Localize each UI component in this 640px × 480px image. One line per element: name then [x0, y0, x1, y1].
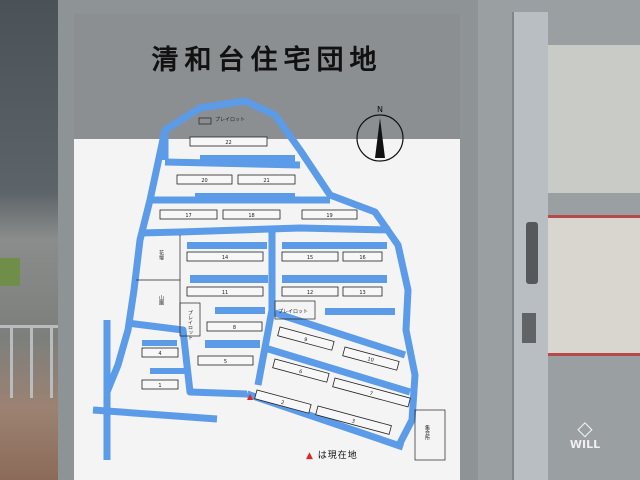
shadow — [74, 14, 460, 139]
label-meeting-hall: 集会所 — [424, 424, 430, 441]
label-garden: 山園 — [158, 294, 164, 306]
notice-board — [548, 45, 640, 193]
building-4: 4 — [141, 347, 179, 358]
compass-n: N — [377, 105, 383, 114]
playlot-box — [274, 300, 316, 320]
building-16: 16 — [342, 251, 383, 262]
building-number: 12 — [307, 290, 313, 296]
building-number: 21 — [263, 178, 269, 184]
building-17: 17 — [159, 209, 218, 220]
building-number: 7 — [369, 391, 374, 398]
building-number: 20 — [201, 178, 207, 184]
building-number: 5 — [224, 359, 227, 365]
label-playlot: プレイロット — [187, 310, 193, 340]
building-number: 2 — [280, 400, 285, 407]
building-2: 2 — [254, 389, 312, 414]
building-number: 4 — [158, 351, 161, 357]
building-number: 10 — [367, 356, 375, 363]
label-playlot: プレイロット — [215, 117, 245, 123]
building-8: 8 — [206, 321, 263, 332]
building-14: 14 — [186, 251, 264, 262]
building-3: 3 — [315, 405, 392, 435]
building-18: 18 — [222, 209, 281, 220]
watermark-text: WILL — [569, 438, 601, 451]
playlot-box — [179, 302, 201, 337]
watermark: ◇ WILL — [560, 418, 610, 451]
north-arrow-icon — [375, 118, 385, 158]
building-number: 1 — [158, 383, 161, 389]
compass-circle — [356, 114, 404, 162]
building-5: 5 — [197, 355, 254, 366]
building-6: 6 — [272, 358, 330, 383]
building-9: 9 — [277, 326, 335, 351]
building-19: 19 — [301, 209, 358, 220]
building-1: 1 — [141, 379, 179, 390]
building-11: 11 — [186, 286, 264, 297]
sign-title: 清和台住宅団地 — [151, 45, 383, 76]
building-22: 22 — [189, 136, 268, 147]
building-number: 14 — [222, 255, 228, 261]
map-legend: ▲ は現在地 — [306, 448, 358, 461]
roads — [92, 97, 419, 460]
watermark-logo-icon: ◇ — [577, 416, 593, 440]
building-number: 3 — [351, 418, 356, 425]
building-number: 22 — [225, 140, 231, 146]
parking-lots — [142, 155, 395, 374]
building-number: 9 — [303, 337, 308, 344]
door-handle — [526, 222, 538, 284]
building-15: 15 — [281, 251, 339, 262]
building-10: 10 — [342, 346, 400, 371]
background-building — [0, 0, 62, 480]
building-number: 15 — [307, 255, 313, 261]
legend-text: は現在地 — [317, 451, 358, 461]
building-number: 16 — [359, 255, 365, 261]
notice-poster — [548, 215, 640, 356]
building-12: 12 — [281, 286, 339, 297]
building-number: 17 — [185, 213, 191, 219]
label-playlot: プレイロット — [278, 309, 308, 315]
playlot-box — [198, 117, 212, 125]
building-number: 11 — [222, 290, 228, 296]
building-number: 8 — [233, 325, 236, 331]
building-7: 7 — [332, 377, 411, 408]
railing — [0, 325, 58, 398]
building-20: 20 — [176, 174, 233, 185]
building-number: 13 — [359, 290, 365, 296]
meeting-hall-box — [414, 409, 446, 461]
compass: N — [356, 105, 404, 162]
building-13: 13 — [342, 286, 383, 297]
building-number: 6 — [298, 369, 303, 376]
building-21: 21 — [237, 174, 296, 185]
label-flowerbed: 花壇 — [158, 249, 164, 261]
building-number: 19 — [326, 213, 332, 219]
building-number: 18 — [248, 213, 254, 219]
door-lock — [522, 313, 536, 343]
current-location-marker-icon — [247, 394, 253, 400]
current-location-icon: ▲ — [306, 451, 314, 461]
background-grass — [0, 258, 20, 286]
